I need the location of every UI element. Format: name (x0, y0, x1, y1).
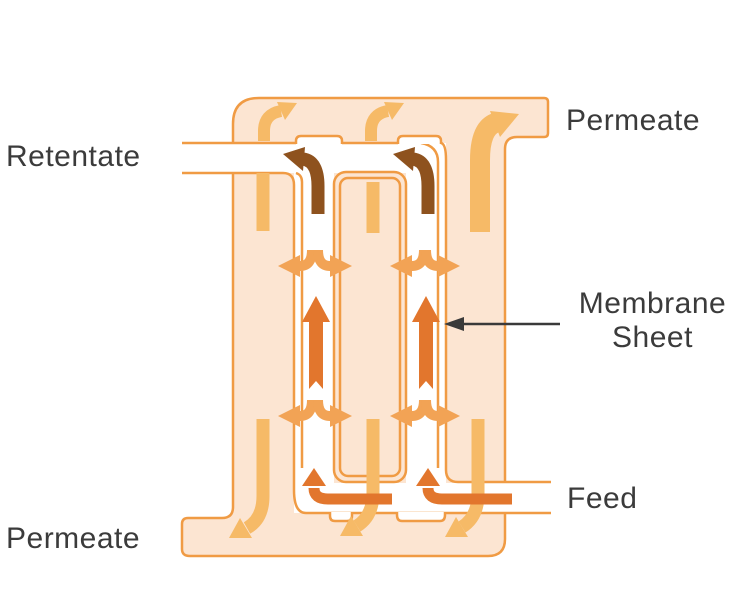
cross-arrow (313, 399, 331, 421)
permeate-arrowhead-bottom-left (229, 518, 252, 538)
module-body (180, 96, 550, 558)
permeate-arrow-bottom-center (353, 419, 380, 532)
permeate-arrows (229, 102, 519, 538)
cross-arrowhead (390, 255, 412, 277)
membrane-sheet-pointer (444, 317, 560, 331)
cross-arrowhead (390, 405, 412, 427)
feed-up-arrow-2 (412, 296, 440, 389)
channel-junction-bump-1 (294, 134, 344, 144)
cross-arrowhead (330, 255, 352, 277)
cross-arrow (421, 399, 439, 421)
membrane-inner-line-left (295, 171, 304, 468)
permeate-arrow-top-left (258, 105, 283, 141)
retentate-bottom-and-feed-border (182, 171, 551, 515)
feed-label: Feed (567, 482, 638, 515)
membrane-crossing-arrows (278, 249, 460, 427)
channel-borders (182, 134, 551, 523)
permeate-bottom-label: Permeate (6, 522, 141, 555)
permeate-arrow-top-center (365, 105, 390, 141)
membrane-sheet-label-line2: Sheet (612, 321, 693, 354)
permeate-arrowhead-bottom-right (445, 517, 468, 537)
permeate-arrowhead-top-left (277, 102, 297, 120)
feed-arrows (302, 296, 512, 505)
membrane-sheet-label: Membrane Sheet (556, 287, 749, 355)
retentate-downturn-border (440, 141, 551, 484)
retentate-arrows (283, 147, 435, 214)
cross-arrowhead (438, 255, 460, 277)
permeate-arrowhead-top-right (490, 111, 519, 137)
cross-arrowhead (278, 255, 300, 277)
permeate-arrowhead-bottom-center (340, 516, 363, 536)
retentate-arrow-2 (411, 152, 435, 214)
retentate-label: Retentate (6, 140, 141, 173)
cross-arrowhead (438, 405, 460, 427)
cross-arrowhead (278, 405, 300, 427)
retentate-arrowhead-2 (393, 147, 415, 171)
feed-up-arrow-1 (302, 296, 330, 389)
membrane-sheet-label-line1: Membrane (578, 287, 727, 320)
module-body-shape (180, 96, 550, 558)
cross-arrow (299, 249, 317, 271)
feed-inlet-arrowhead-1 (302, 468, 326, 486)
channel-junction-bump-2 (396, 134, 443, 144)
feed-inlet-arrow-1 (308, 487, 392, 505)
cross-arrowhead (330, 405, 352, 427)
permeate-arrow-top-right (470, 113, 500, 232)
retentate-arrow-1 (301, 152, 325, 214)
cross-arrow (313, 249, 331, 271)
channel-junction-tab-1 (328, 512, 354, 523)
channel-junction-tab-2 (395, 512, 447, 523)
retentate-arrowhead-1 (283, 147, 305, 171)
permeate-top-label: Permeate (566, 104, 701, 137)
cross-arrow (421, 249, 439, 271)
feed-inlet-arrow-2 (422, 487, 512, 505)
pointer-arrowhead (444, 317, 464, 331)
permeate-arrowhead-top-center (384, 102, 404, 120)
feed-inlet-arrowhead-2 (416, 468, 440, 486)
permeate-arrow-bottom-left (243, 419, 270, 534)
cross-arrow (299, 399, 317, 421)
